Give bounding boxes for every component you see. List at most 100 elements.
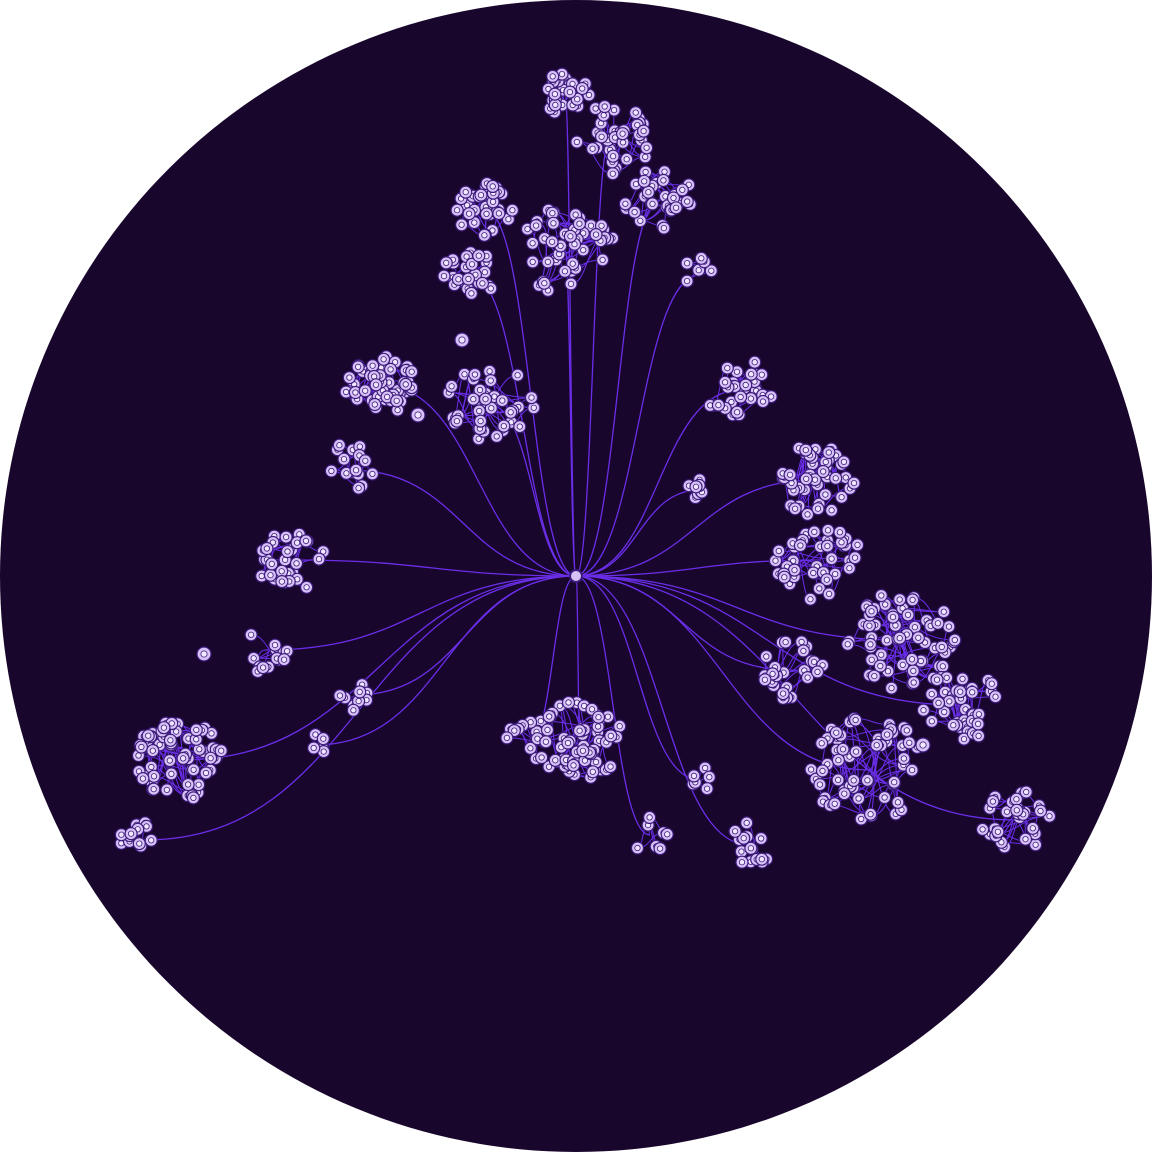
circle-node-icon[interactable] [465,257,479,271]
circle-node-icon[interactable] [332,438,346,452]
circle-node-icon[interactable] [1018,832,1033,846]
circle-node-icon[interactable] [975,822,990,837]
circle-node-icon[interactable] [369,378,383,392]
circle-node-icon[interactable] [572,724,587,738]
circle-node-icon[interactable] [537,276,551,290]
circle-node-icon[interactable] [613,719,627,733]
circle-node-icon[interactable] [558,264,572,278]
circle-node-icon[interactable] [486,179,500,193]
circle-node-icon[interactable] [1033,804,1048,818]
circle-node-icon[interactable] [497,419,511,433]
circle-node-icon[interactable] [474,414,488,428]
circle-node-icon[interactable] [971,717,985,731]
circle-node-icon[interactable] [965,685,979,699]
circle-node-icon[interactable] [317,744,331,759]
circle-node-icon[interactable] [810,665,825,679]
circle-node-icon[interactable] [618,197,633,211]
circle-node-icon[interactable] [873,659,887,673]
circle-node-icon[interactable] [629,105,643,120]
circle-node-icon[interactable] [468,367,482,382]
circle-node-icon[interactable] [680,256,694,270]
circle-node-icon[interactable] [740,816,754,830]
circle-node-icon[interactable] [657,221,671,235]
circle-node-icon[interactable] [455,218,469,232]
circle-node-icon[interactable] [450,203,464,217]
circle-node-icon[interactable] [863,637,878,652]
circle-node-icon[interactable] [591,719,605,734]
circle-node-icon[interactable] [299,534,313,548]
circle-node-icon[interactable] [548,753,562,767]
circle-node-icon[interactable] [744,392,758,406]
circle-node-icon[interactable] [675,183,689,197]
circle-node-icon[interactable] [333,688,347,703]
circle-node-icon[interactable] [563,229,578,243]
circle-node-icon[interactable] [492,206,506,220]
circle-node-icon[interactable] [905,652,919,666]
circle-node-icon[interactable] [733,390,748,404]
circle-node-icon[interactable] [811,502,825,516]
circle-node-icon[interactable] [365,467,379,481]
circle-node-icon[interactable] [815,764,830,778]
circle-node-icon[interactable] [821,523,835,537]
circle-node-icon[interactable] [1019,785,1033,799]
circle-node-icon[interactable] [955,672,970,686]
circle-node-icon[interactable] [848,713,863,727]
circle-node-icon[interactable] [931,696,946,710]
circle-node-icon[interactable] [163,753,177,768]
circle-node-icon[interactable] [803,592,818,606]
circle-node-icon[interactable] [606,167,620,181]
circle-node-icon[interactable] [636,124,651,138]
circle-node-icon[interactable] [606,149,620,163]
circle-node-icon[interactable] [439,256,453,270]
circle-node-icon[interactable] [777,570,791,584]
circle-node-icon[interactable] [450,414,464,428]
circle-node-icon[interactable] [813,777,827,792]
circle-node-icon[interactable] [841,637,855,651]
circle-node-icon[interactable] [368,397,382,412]
circle-node-icon[interactable] [575,81,589,96]
circle-node-icon[interactable] [377,352,391,366]
circle-node-icon[interactable] [718,375,732,389]
circle-node-icon[interactable] [642,810,657,825]
circle-node-icon[interactable] [874,588,888,603]
circle-node-icon[interactable] [870,738,884,752]
circle-node-icon[interactable] [660,827,674,841]
circle-node-icon[interactable] [324,464,338,478]
circle-node-icon[interactable] [495,394,509,408]
circle-node-icon[interactable] [534,750,549,765]
circle-node-icon[interactable] [776,686,790,701]
circle-node-icon[interactable] [656,173,671,187]
circle-node-icon[interactable] [837,787,851,801]
circle-node-icon[interactable] [834,490,849,504]
circle-node-icon[interactable] [280,544,295,559]
circle-node-icon[interactable] [603,759,618,774]
circle-node-icon[interactable] [666,191,681,205]
circle-node-icon[interactable] [1026,821,1040,835]
circle-node-icon[interactable] [358,454,372,468]
circle-node-icon[interactable] [391,403,405,417]
circle-node-icon[interactable] [893,592,907,607]
circle-node-icon[interactable] [822,587,836,601]
circle-node-icon[interactable] [864,604,879,618]
circle-node-icon[interactable] [935,640,949,654]
circle-node-icon[interactable] [880,727,894,742]
circle-node-icon[interactable] [850,538,865,552]
circle-node-icon[interactable] [863,807,878,821]
circle-node-icon[interactable] [561,695,576,710]
circle-node-icon[interactable] [937,605,951,619]
circle-node-icon[interactable] [114,828,129,842]
circle-node-icon[interactable] [366,359,380,373]
circle-node-icon[interactable] [594,130,609,144]
circle-node-icon[interactable] [300,580,314,594]
circle-node-icon[interactable] [755,852,769,866]
circle-node-icon[interactable] [279,530,293,544]
circle-node-icon[interactable] [563,85,577,99]
circle-node-icon[interactable] [641,185,656,199]
circle-node-icon[interactable] [937,705,951,719]
circle-node-icon[interactable] [824,503,839,517]
circle-node-icon[interactable] [860,773,875,787]
circle-node-icon[interactable] [680,274,694,288]
circle-node-icon[interactable] [275,574,289,589]
circle-node-icon[interactable] [358,384,372,398]
circle-node-icon[interactable] [862,619,877,633]
